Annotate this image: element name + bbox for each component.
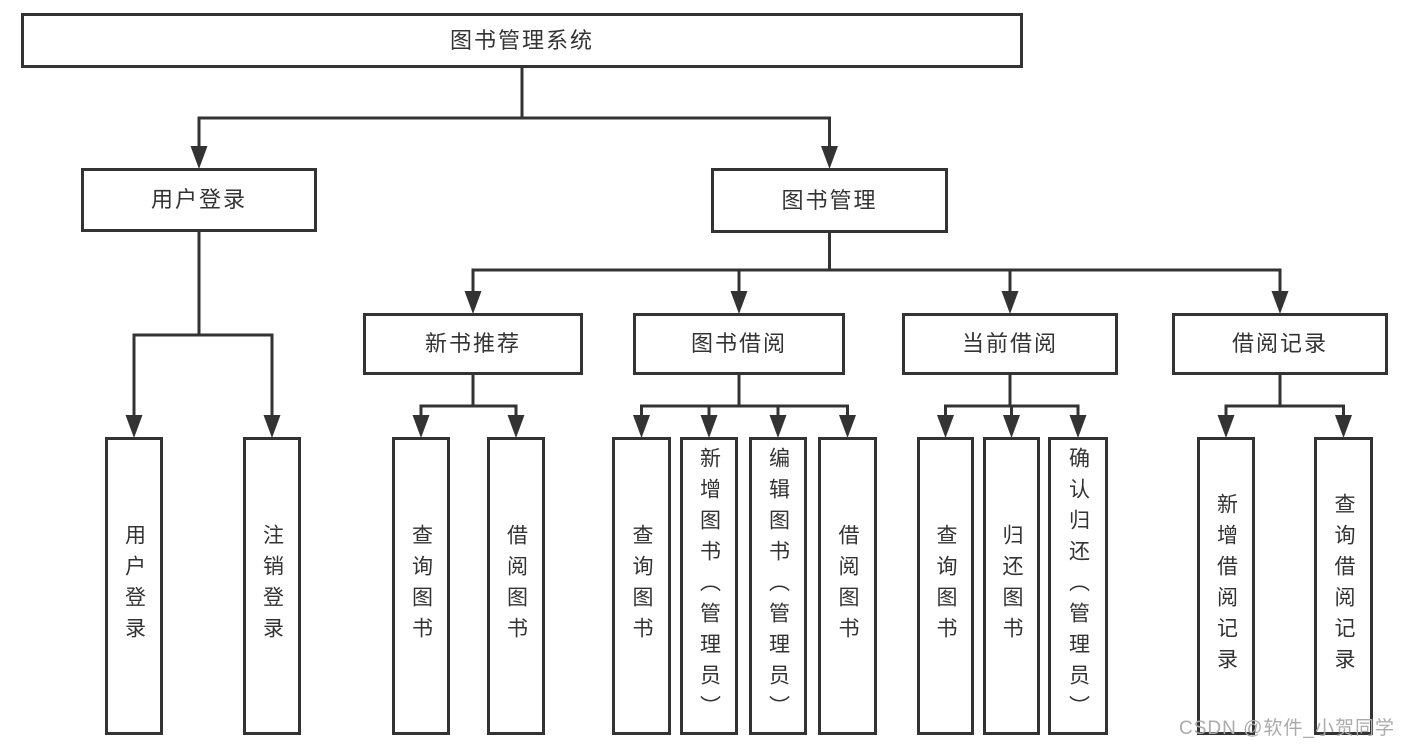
node-label: 查询图书 [630,524,653,648]
node-label: 查询借阅记录 [1332,493,1355,679]
node-book-borrowing: 图书借阅 [633,313,845,375]
node-new-book-recommend: 新书推荐 [363,313,583,375]
node-confirm-return-admin: 确认归还（管理员） [1048,437,1108,735]
node-user-login: 用户登录 [105,437,163,735]
node-add-books-admin: 新增图书（管理员） [680,437,738,735]
arrowhead [1217,415,1235,438]
node-logout: 注销登录 [243,437,301,735]
arrowhead [190,146,208,169]
node-label: 图书管理系统 [449,27,594,53]
arrowhead [1069,415,1087,438]
node-label: 编辑图书（管理员） [766,446,790,726]
node-label: 借阅记录 [1231,331,1328,356]
arrowhead [1001,291,1019,314]
node-label: 用户登录 [150,187,247,212]
node-label: 新书推荐 [424,331,521,356]
node-label: 借阅图书 [504,524,528,648]
node-book-management: 图书管理 [711,168,948,233]
arrowhead [1271,291,1289,314]
node-label: 当前借阅 [961,331,1058,356]
node-borrow-books-borrowing: 借阅图书 [818,437,877,735]
arrowhead [412,415,430,438]
node-label: 归还图书 [1000,524,1023,648]
arrowhead [125,415,143,438]
arrowhead [700,415,718,438]
node-user-login-module: 用户登录 [81,168,317,232]
node-edit-books-admin: 编辑图书（管理员） [749,437,807,735]
arrowhead [937,415,954,438]
node-label: 查询图书 [934,524,957,648]
arrowhead [507,415,525,438]
node-current-borrowing: 当前借阅 [902,313,1118,375]
node-label: 新增借阅记录 [1214,493,1238,679]
node-library-system: 图书管理系统 [21,13,1023,68]
arrowhead [821,146,838,169]
node-add-borrow-record: 新增借阅记录 [1197,437,1255,735]
node-borrow-books-recommend: 借阅图书 [487,437,545,735]
node-query-books-recommend: 查询图书 [392,437,450,735]
arrowhead [263,415,281,438]
node-return-books: 归还图书 [983,437,1040,735]
node-query-books-current: 查询图书 [917,437,974,735]
node-label: 借阅图书 [836,524,859,648]
node-label: 新增图书（管理员） [697,446,721,726]
node-label: 查询图书 [409,524,433,648]
arrowhead [464,291,482,314]
node-query-books-borrowing: 查询图书 [612,437,671,735]
node-query-borrow-record: 查询借阅记录 [1314,437,1373,735]
arrowhead [730,291,748,314]
arrowhead [1003,415,1020,438]
node-borrowing-records: 借阅记录 [1172,313,1388,375]
arrowhead [1335,415,1352,438]
node-label: 用户登录 [122,524,146,648]
node-label: 图书管理 [781,187,878,213]
arrowhead [633,415,650,438]
node-label: 确认归还（管理员） [1066,446,1090,726]
arrowhead [769,415,787,438]
arrowhead [839,415,856,438]
node-label: 注销登录 [260,524,284,648]
node-label: 图书借阅 [690,331,787,356]
